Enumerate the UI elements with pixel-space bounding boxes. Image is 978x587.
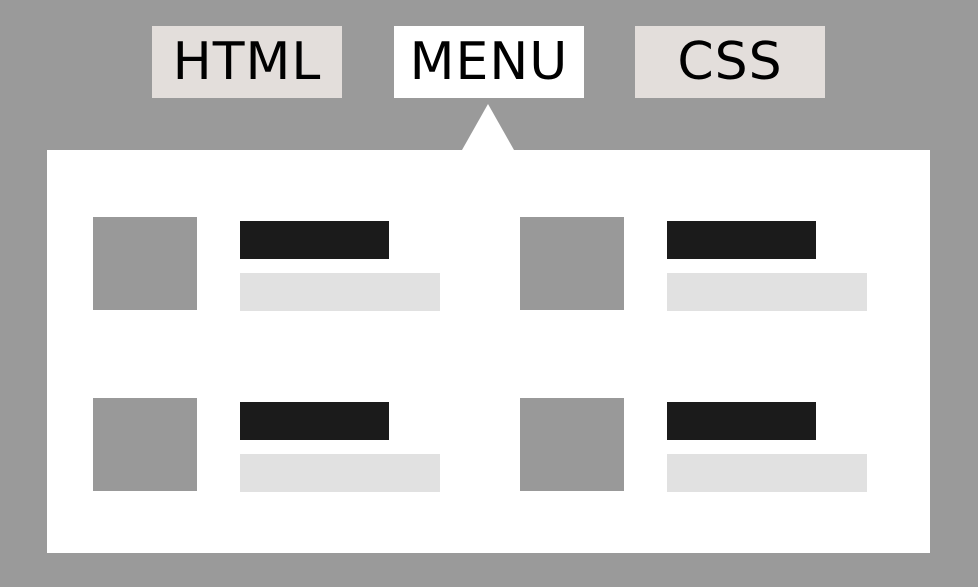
tab-html[interactable]: HTML — [152, 26, 342, 98]
menu-item-thumbnail — [520, 398, 624, 491]
menu-item[interactable] — [520, 217, 870, 312]
menu-item[interactable] — [93, 217, 443, 312]
menu-item-description-placeholder — [240, 273, 440, 311]
menu-item-title-placeholder — [667, 402, 816, 440]
tab-css[interactable]: CSS — [635, 26, 825, 98]
menu-item[interactable] — [93, 398, 443, 493]
menu-item-thumbnail — [520, 217, 624, 310]
menu-item-description-placeholder — [240, 454, 440, 492]
menu-item-title-placeholder — [240, 402, 389, 440]
menu-item-thumbnail — [93, 217, 197, 310]
dropdown-panel — [47, 150, 930, 553]
menu-item-description-placeholder — [667, 273, 867, 311]
menu-item-title-placeholder — [667, 221, 816, 259]
menu-item[interactable] — [520, 398, 870, 493]
dropdown-pointer — [462, 104, 514, 150]
menu-item-thumbnail — [93, 398, 197, 491]
menu-item-description-placeholder — [667, 454, 867, 492]
menu-item-title-placeholder — [240, 221, 389, 259]
tab-menu[interactable]: MENU — [394, 26, 584, 98]
